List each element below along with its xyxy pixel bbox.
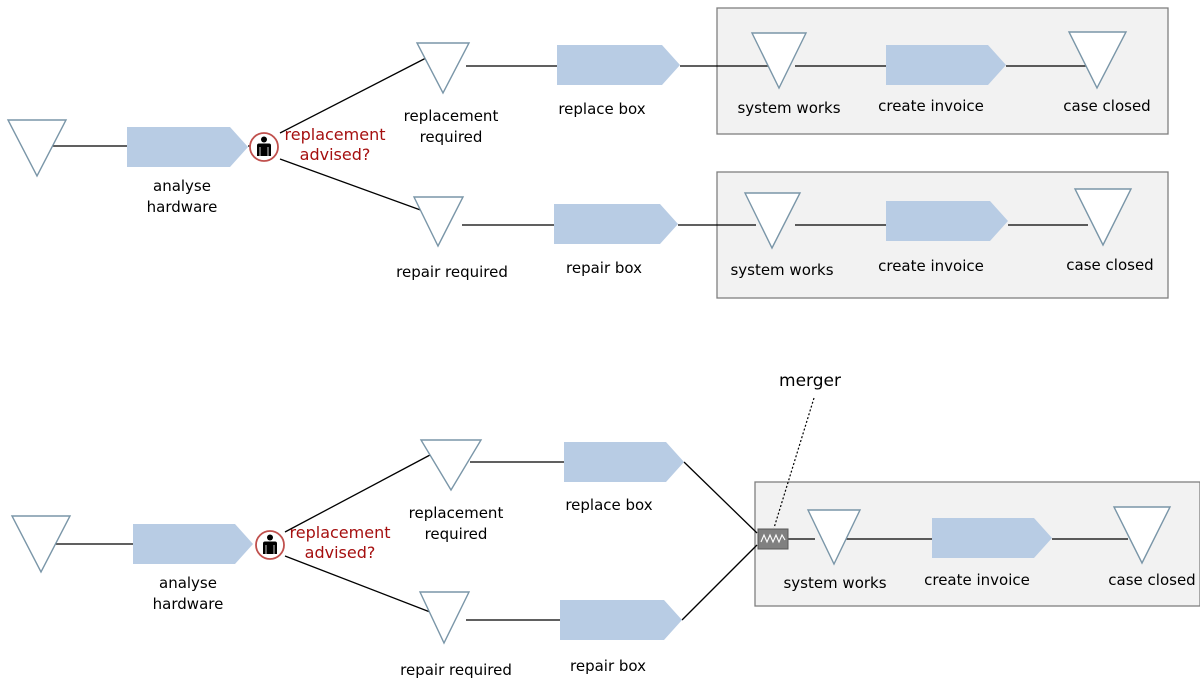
group-a-system-works-event	[750, 32, 808, 90]
bottom-replacement-required-label-2: required	[425, 525, 488, 543]
repair-box-label: repair box	[566, 259, 642, 277]
bottom-create-invoice-function	[932, 518, 1052, 558]
group-b-case-closed-label: case closed	[1066, 256, 1153, 274]
bottom-person-in-circle-icon	[255, 530, 285, 560]
bottom-repair-box-label: repair box	[570, 657, 646, 675]
bottom-repair-required-event	[418, 591, 471, 645]
replacement-required-label-2: required	[420, 128, 483, 146]
group-b-case-closed-event	[1073, 188, 1133, 247]
replacement-required-label-1: replacement	[404, 107, 499, 125]
top-diagram: analyse hardware replacement advised? re…	[6, 7, 1169, 299]
bottom-create-invoice-label: create invoice	[924, 571, 1030, 589]
bottom-start-event-triangle	[10, 515, 72, 574]
group-b-create-invoice-function	[886, 201, 1008, 241]
merger-pointer	[773, 397, 815, 529]
repair-required-event	[412, 196, 465, 248]
person-in-circle-icon	[249, 132, 279, 162]
merger-label: merger	[779, 371, 841, 391]
wave-connector-icon	[757, 528, 789, 550]
group-b-system-works-event	[743, 192, 802, 250]
analyse-hardware-function	[127, 127, 248, 167]
bottom-repair-box-function	[560, 600, 682, 640]
replace-box-function	[557, 45, 680, 85]
group-b-system-works-label: system works	[730, 261, 833, 279]
bottom-diagram: merger analyse hardware r	[10, 371, 1200, 679]
group-a-create-invoice-function	[886, 45, 1006, 85]
start-event-triangle	[6, 119, 68, 178]
repair-required-label: repair required	[396, 263, 508, 281]
bottom-case-closed-label: case closed	[1108, 571, 1195, 589]
group-a-create-invoice-label: create invoice	[878, 97, 984, 115]
group-a-case-closed-label: case closed	[1063, 97, 1150, 115]
bottom-question-line-1: replacement	[290, 523, 391, 542]
bottom-analyse-hardware-function	[133, 524, 253, 564]
bottom-case-closed-event	[1112, 506, 1172, 565]
replacement-required-event	[415, 42, 471, 95]
repair-box-function	[554, 204, 678, 244]
bottom-replace-box-label: replace box	[565, 496, 652, 514]
question-line-2: advised?	[300, 145, 371, 164]
bottom-question-line-2: advised?	[305, 543, 376, 562]
bottom-replace-box-function	[564, 442, 684, 482]
replace-box-label: replace box	[558, 100, 645, 118]
bottom-repair-required-label: repair required	[400, 661, 512, 679]
bottom-analyse-label-1: analyse	[159, 574, 217, 592]
analyse-label-1: analyse	[153, 177, 211, 195]
bottom-connectors	[55, 454, 1128, 621]
question-line-1: replacement	[285, 125, 386, 144]
bottom-replacement-required-event	[419, 439, 483, 492]
analyse-label-2: hardware	[147, 198, 218, 216]
group-b-create-invoice-label: create invoice	[878, 257, 984, 275]
group-a-system-works-label: system works	[737, 99, 840, 117]
bottom-system-works-label: system works	[783, 574, 886, 592]
bottom-analyse-label-2: hardware	[153, 595, 224, 613]
bottom-system-works-event	[806, 509, 862, 566]
group-a-case-closed-event	[1067, 31, 1128, 90]
top-connectors	[51, 57, 1088, 226]
bottom-replacement-required-label-1: replacement	[409, 504, 504, 522]
